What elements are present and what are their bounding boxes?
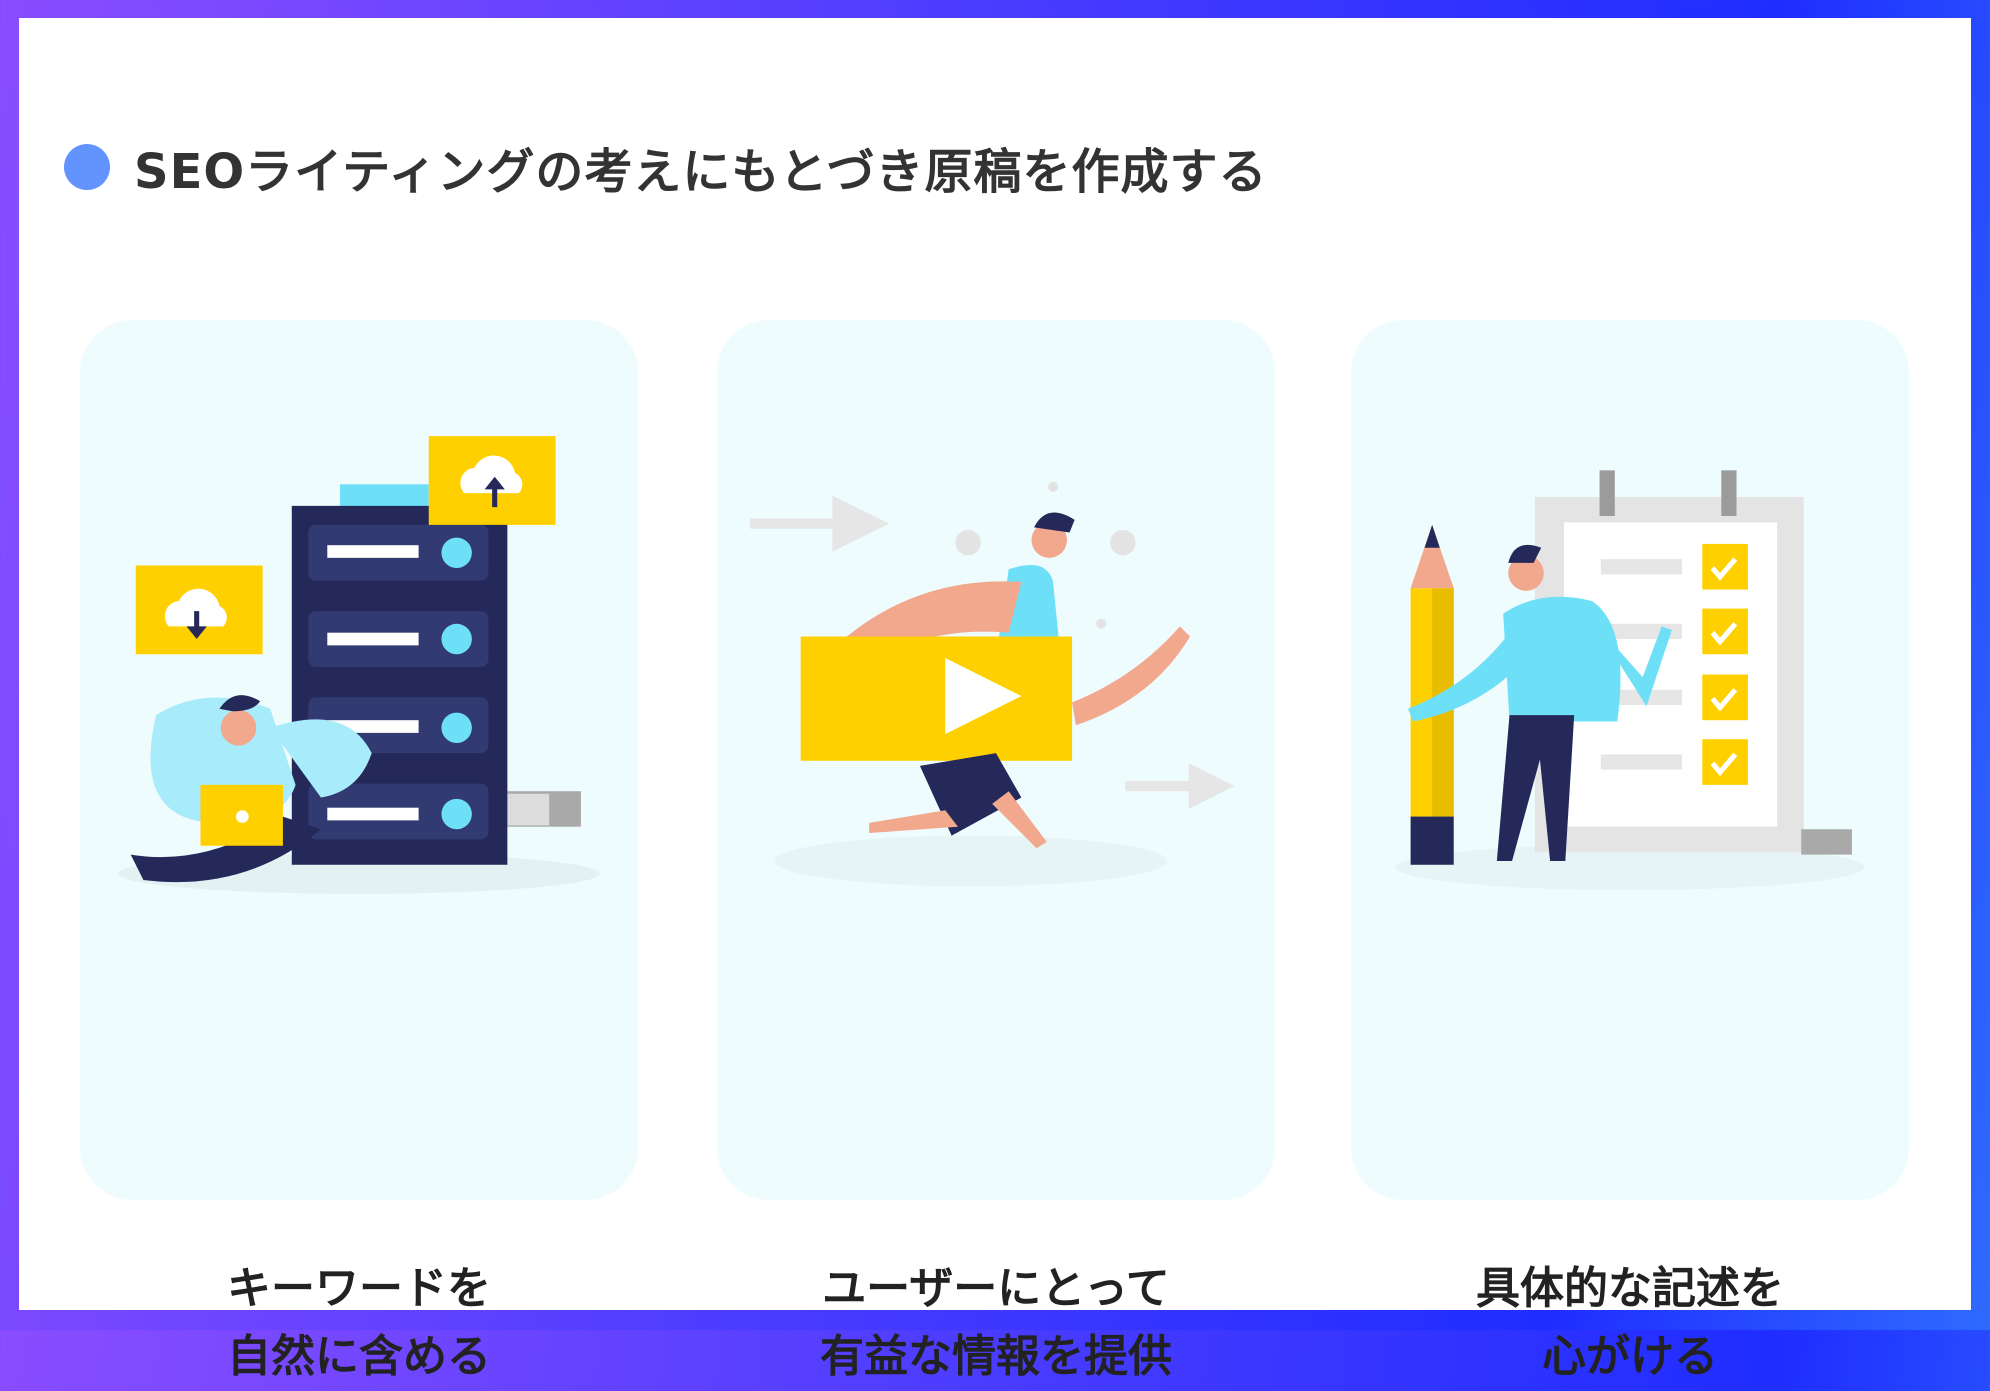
caption-line-1: キーワードを xyxy=(227,1263,491,1314)
caption-line-1: ユーザーにとって xyxy=(822,1263,1170,1314)
card-caption: キーワードを 自然に含める xyxy=(80,1255,638,1391)
card-keyword: キーワードを 自然に含める xyxy=(80,320,638,1382)
pencil-checklist-icon xyxy=(1395,470,1865,891)
caption-line-1: 具体的な記述を xyxy=(1476,1263,1784,1314)
slide-title: SEOライティングの考えにもとづき原稿を作成する xyxy=(64,132,1267,202)
card-useful-info: ユーザーにとって 有益な情報を提供 xyxy=(717,320,1275,1382)
server-cloud-icon xyxy=(118,436,600,894)
card-caption: ユーザーにとって 有益な情報を提供 xyxy=(717,1255,1275,1391)
title-text: SEOライティングの考えにもとづき原稿を作成する xyxy=(134,144,1268,200)
runner-video-icon xyxy=(749,481,1235,887)
caption-line-2: 有益な情報を提供 xyxy=(820,1331,1172,1382)
caption-line-2: 心がける xyxy=(1542,1331,1718,1382)
caption-line-2: 自然に含める xyxy=(227,1331,491,1382)
title-bullet-icon xyxy=(64,144,110,190)
card-caption: 具体的な記述を 心がける xyxy=(1351,1255,1909,1391)
card-specific: 具体的な記述を 心がける xyxy=(1351,320,1909,1382)
